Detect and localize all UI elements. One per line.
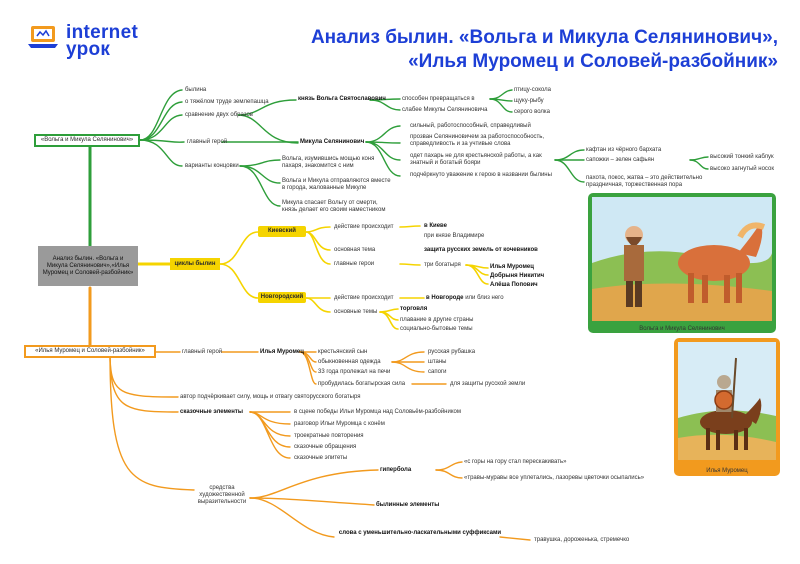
hyperbole-node: гипербола — [380, 467, 412, 473]
defend-land: для защиты русской земли — [450, 381, 526, 387]
ending-3: Микула спасает Вольгу от смерти, князь д… — [282, 200, 386, 213]
caftan-item: кафтан из чёрного бархата — [586, 147, 662, 153]
protection-theme: защита русских земель от кочевников — [424, 247, 538, 253]
fairy-elements-node: сказочные элементы — [180, 409, 243, 415]
central-topic-box: Анализ былин. «Вольга и Микула Селянинов… — [38, 246, 138, 286]
ordinary-clothes: обыкновенная одежда — [318, 359, 381, 365]
social-theme: социально-бытовые темы — [400, 326, 473, 332]
hyperbole-1: «с горы на гору стал перескакивать» — [464, 459, 567, 465]
in-novgorod: в Новгороде — [426, 295, 464, 301]
kiev-cycle-box: Киевский — [258, 226, 306, 237]
mikula-nicknamed: прозван Селяниновичем за работоспособнос… — [410, 134, 545, 147]
ilya-picture: Илья Муромец — [674, 338, 780, 476]
falcon-item: птицу-сокола — [514, 87, 551, 93]
novgorod-cycle-box: Новгородский — [258, 292, 306, 303]
years-on-stove: 33 года пролежал на печи — [318, 369, 391, 375]
volga-weaker: слабее Микулы Селяниновича — [402, 107, 488, 113]
hero-dobrynya: Добрыня Никитич — [490, 273, 545, 279]
boots-item-orange: сапоги — [428, 369, 447, 375]
toe-item: высоко загнутый носок — [710, 166, 774, 172]
ilya-node: Илья Муромец — [260, 349, 304, 355]
volga-mikula-caption: Вольга и Микула Селянинович — [639, 326, 725, 332]
at-vladimir: при князе Владимире — [424, 233, 485, 239]
novgorod-place: в Новгороде или близ него — [426, 295, 504, 302]
kiev-theme-label: основная тема — [334, 247, 376, 253]
three-heroes: три богатыря — [424, 262, 461, 268]
heel-item: высокий тонкий каблук — [710, 154, 774, 160]
ending-1: Вольга, изумившись мощью коня пахаря, зн… — [282, 156, 375, 169]
volga-mikula-box: «Вольга и Микула Селянинович» — [34, 134, 140, 147]
peasant-son: крестьянский сын — [318, 349, 368, 355]
epic-elements-node: былинные элементы — [376, 502, 440, 508]
novgorod-themes-label: основные темы — [334, 309, 378, 315]
ilya-illustration — [678, 342, 776, 460]
in-kiev: в Киеве — [424, 223, 447, 229]
trade-theme: торговля — [400, 306, 428, 312]
fairy-3: троекратные повторения — [294, 433, 364, 439]
hyperbole-2: «травы-муравы все уплетались, лазоревы ц… — [464, 475, 645, 481]
wolf-item: серого волка — [514, 109, 550, 115]
ilya-caption: Илья Муромец — [706, 468, 748, 474]
fairy-2: разговор Ильи Муромца с конём — [294, 421, 385, 427]
voyage-theme: плавание в другие страны — [400, 317, 474, 323]
volga-can-turn: способен превращаться в — [402, 96, 475, 102]
ending-2: Вольга и Микула отправляются вместе в го… — [282, 178, 391, 191]
fairy-5: сказочные эпитеты — [294, 455, 348, 461]
novgorod-action-label: действие происходит — [334, 295, 394, 301]
strength-awake: пробудилась богатырская сила — [318, 381, 406, 387]
pants-item: штаны — [428, 359, 447, 365]
mikula-node: Микула Селянинович — [300, 139, 365, 145]
laptop-book-icon — [28, 26, 58, 48]
or-near: или близ него — [465, 295, 504, 301]
cycles-box: циклы былин — [170, 258, 220, 270]
hero-ilya: Илья Муромец — [490, 264, 534, 270]
main-hero-label: главный герой — [187, 139, 228, 145]
fairy-1: в сцене победы Ильи Муромца над Соловьём… — [294, 409, 461, 415]
author-emphasis: автор подчёркивает силу, мощь и отвагу с… — [180, 394, 361, 400]
diminutive-words: травушка, дороженька, стремечко — [534, 537, 630, 543]
mikula-strong: сильный, работоспособный, справедливый — [410, 123, 531, 129]
boots-item: сапожки – зелен сафьян — [586, 157, 655, 163]
about-labor-label: о тяжёлом труде землепашца — [185, 99, 269, 105]
kiev-heroes-label: главные герои — [334, 261, 375, 267]
fairy-4: сказочные обращения — [294, 444, 357, 450]
pike-item: щуку-рыбу — [514, 98, 544, 104]
page-title: Анализ былин. «Вольга и Микула Селянинов… — [311, 26, 778, 74]
title-line-2: «Илья Муромец и Соловей-разбойник» — [408, 51, 778, 72]
mikula-respect: подчёркнуто уважение к герою в названии … — [410, 172, 552, 178]
logo-text: internet урок — [66, 22, 139, 60]
logo-line-1: internet — [66, 22, 139, 43]
volga-mikula-picture: Вольга и Микула Селянинович — [588, 193, 776, 333]
title-line-1: Анализ былин. «Вольга и Микула Селянинов… — [310, 27, 778, 48]
ilya-solovey-box: «Илья Муромец и Соловей-разбойник» — [24, 345, 156, 358]
expressive-means-node: средства художественной выразительности — [197, 485, 247, 505]
volga-node: князь Вольга Святославович — [298, 96, 386, 102]
mikula-dressed: одет пахарь не для крестьянской работы, … — [410, 153, 542, 166]
brand-logo: internet урок — [28, 23, 138, 59]
endings-label: варианты концовки — [185, 163, 239, 169]
volga-mikula-illustration — [592, 197, 772, 321]
comparison-label: сравнение двух образов — [185, 112, 253, 118]
plowing-item: пахота, покос, жатва – это действительно… — [586, 175, 703, 188]
russian-shirt: русская рубашка — [428, 349, 476, 355]
kiev-action-label: действие происходит — [334, 224, 394, 230]
logo-line-2: урок — [66, 39, 111, 60]
hero-alesha: Алёша Попович — [490, 282, 538, 288]
orange-main-hero-label: главный герой — [182, 349, 223, 355]
bylina-label: былина — [185, 87, 207, 93]
diminutive-node: слова с уменьшительно-ласкательными суфф… — [338, 530, 502, 536]
